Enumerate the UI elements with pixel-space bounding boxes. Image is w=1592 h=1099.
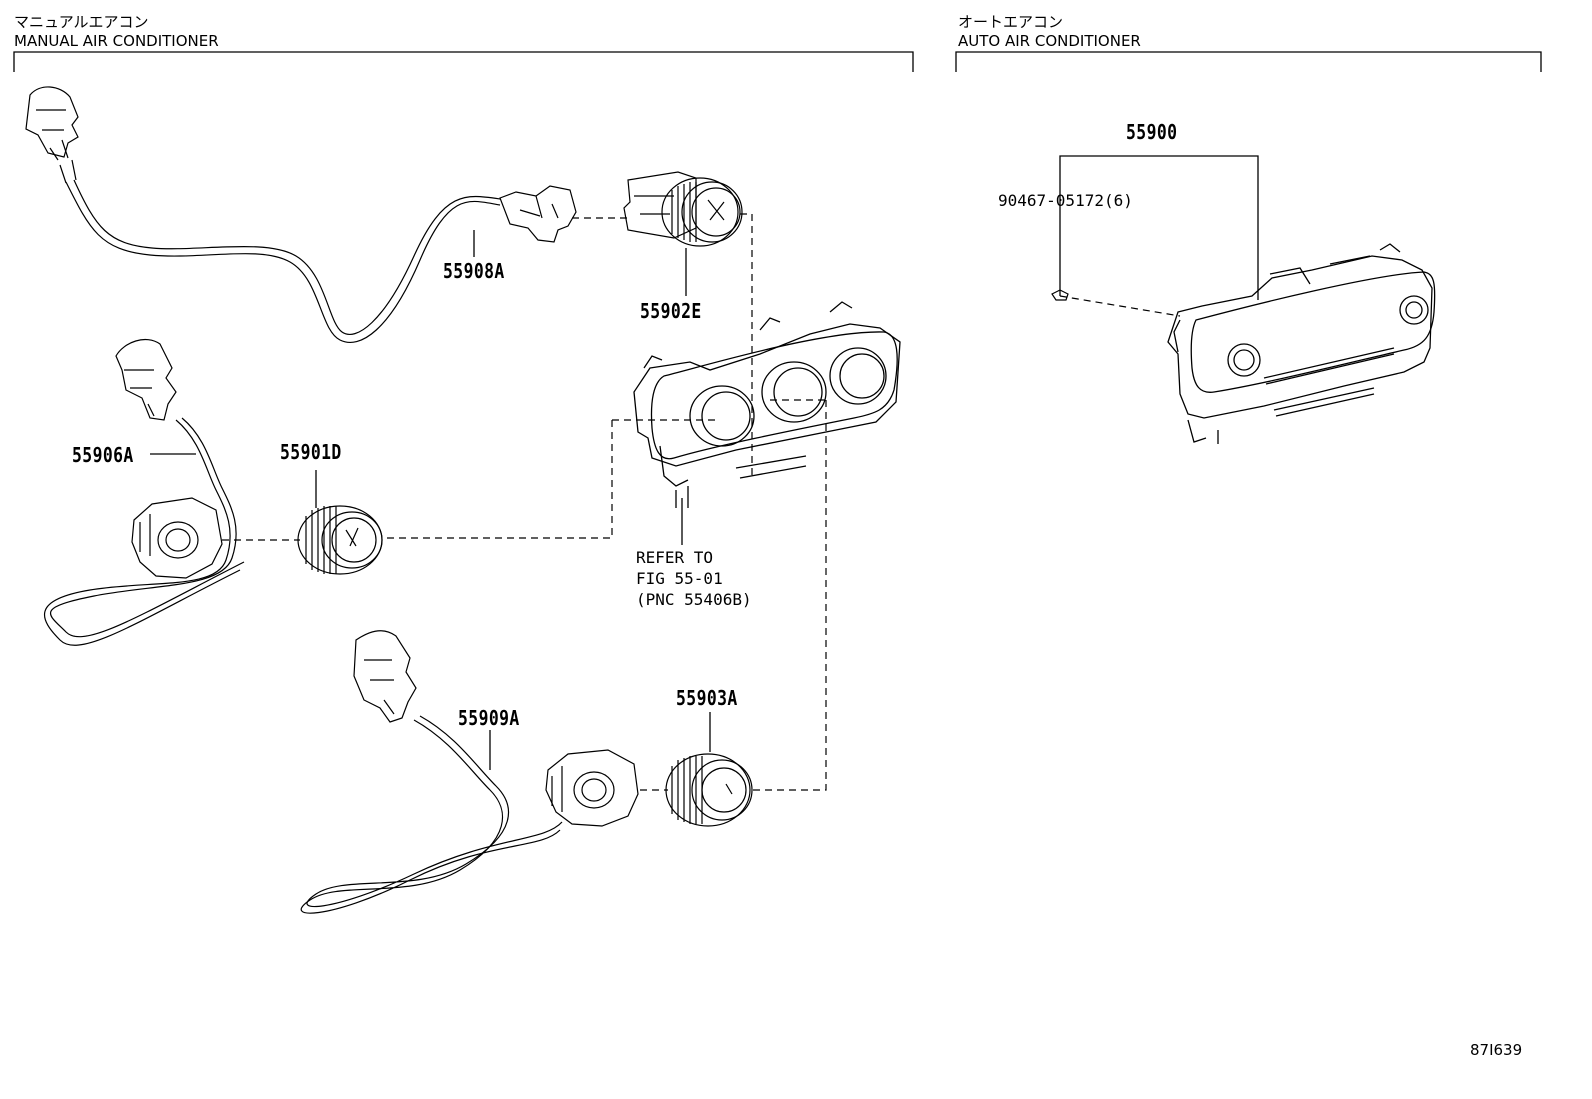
reference-line-1: REFER TO bbox=[636, 548, 714, 567]
leader-55900 bbox=[1059, 155, 1259, 300]
harness-55909A bbox=[300, 630, 639, 914]
figure-id: 87I639 bbox=[1470, 1041, 1523, 1059]
auto-section-bracket bbox=[955, 51, 1542, 72]
control-panel-bezel bbox=[633, 301, 901, 508]
switch-55902E bbox=[623, 171, 743, 247]
reference-note: REFER TO FIG 55-01 (PNC 55406B) bbox=[636, 547, 752, 610]
part-label-90467: 90467-05172(6) bbox=[998, 191, 1133, 210]
part-label-55902E: 55902E bbox=[640, 299, 702, 323]
part-label-55909A: 55909A bbox=[458, 706, 520, 730]
harness-55908A bbox=[25, 86, 577, 344]
reference-line-2: FIG 55-01 bbox=[636, 569, 723, 588]
harness-55906A bbox=[43, 339, 245, 646]
manual-section-title: MANUAL AIR CONDITIONER bbox=[14, 32, 219, 50]
dash-lines bbox=[222, 213, 1181, 791]
screw-90467 bbox=[1051, 289, 1069, 301]
part-label-55903A: 55903A bbox=[676, 686, 738, 710]
reference-line-3: (PNC 55406B) bbox=[636, 590, 752, 609]
part-label-55906A: 55906A bbox=[72, 443, 134, 467]
part-label-55901D: 55901D bbox=[280, 440, 342, 464]
auto-ac-control-unit bbox=[1167, 243, 1436, 444]
knob-55901D bbox=[297, 505, 383, 575]
manual-section-title-jp: マニュアルエアコン bbox=[14, 13, 149, 31]
auto-section-title: AUTO AIR CONDITIONER bbox=[958, 32, 1141, 50]
part-label-55908A: 55908A bbox=[443, 259, 505, 283]
part-label-55900: 55900 bbox=[1126, 120, 1178, 144]
auto-section-title-jp: オートエアコン bbox=[958, 13, 1064, 31]
knob-55903A bbox=[665, 753, 753, 827]
manual-section-bracket bbox=[13, 51, 914, 72]
